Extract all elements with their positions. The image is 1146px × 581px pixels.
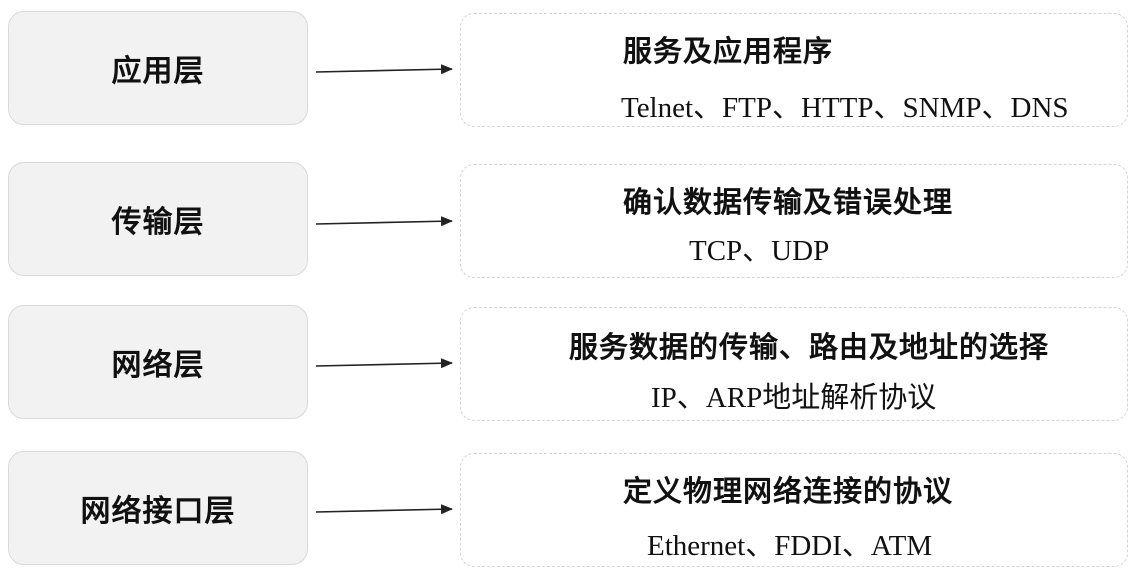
- detail-protocols-interface: Ethernet、FDDI、ATM: [647, 530, 933, 562]
- detail-protocols-application: Telnet、FTP、HTTP、SNMP、DNS: [621, 92, 1069, 124]
- detail-protocols-network: IP、ARP地址解析协议: [651, 382, 937, 414]
- layer-label-transport: 传输层: [111, 205, 205, 240]
- layer-label-interface: 网络接口层: [80, 494, 236, 529]
- detail-box-transport: 确认数据传输及错误处理 TCP、UDP: [460, 164, 1128, 278]
- detail-protocols-transport: TCP、UDP: [689, 235, 830, 267]
- arrow-interface: [315, 504, 453, 515]
- detail-box-interface: 定义物理网络连接的协议 Ethernet、FDDI、ATM: [460, 453, 1128, 567]
- layer-box-transport: 传输层: [8, 162, 308, 276]
- arrow-transport: [315, 216, 453, 227]
- detail-title-interface: 定义物理网络连接的协议: [623, 474, 954, 508]
- arrow-application: [315, 64, 453, 75]
- layer-label-application: 应用层: [111, 54, 205, 89]
- layer-box-interface: 网络接口层: [8, 451, 308, 565]
- detail-title-application: 服务及应用程序: [623, 34, 834, 68]
- layer-label-network: 网络层: [111, 348, 205, 383]
- detail-box-network: 服务数据的传输、路由及地址的选择 IP、ARP地址解析协议: [460, 307, 1128, 421]
- layer-box-application: 应用层: [8, 11, 308, 125]
- arrow-network: [315, 358, 453, 369]
- detail-box-application: 服务及应用程序 Telnet、FTP、HTTP、SNMP、DNS: [460, 13, 1128, 127]
- detail-title-network: 服务数据的传输、路由及地址的选择: [569, 330, 1050, 364]
- detail-title-transport: 确认数据传输及错误处理: [623, 185, 954, 219]
- layer-box-network: 网络层: [8, 305, 308, 419]
